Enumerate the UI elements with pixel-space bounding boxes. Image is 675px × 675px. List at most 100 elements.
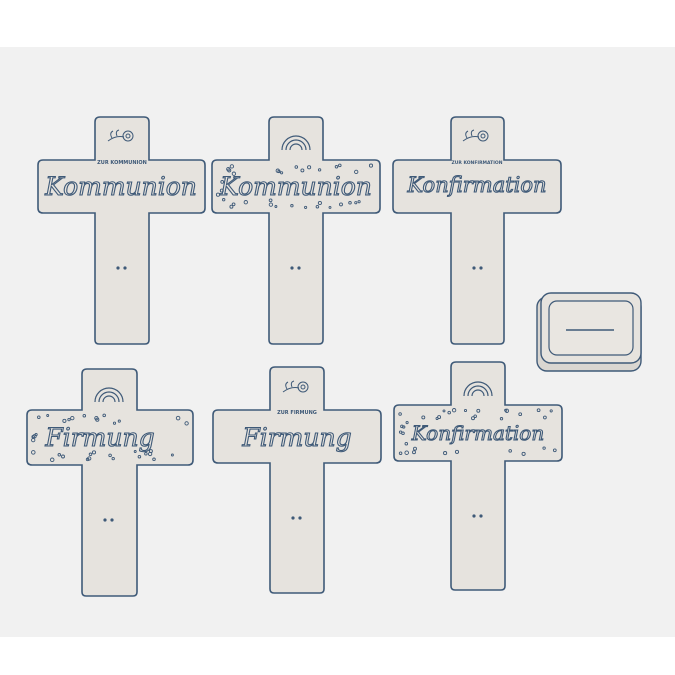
decor-dot <box>317 168 322 172</box>
decor-dot <box>67 417 71 422</box>
decor-dot <box>463 408 468 413</box>
decor-dot <box>443 451 448 456</box>
decor-dot <box>405 421 409 425</box>
decor-dot <box>339 202 343 207</box>
decor-dot <box>280 171 284 175</box>
decor-dot <box>543 415 547 420</box>
decor-dot <box>368 163 374 168</box>
decor-dot <box>137 454 142 459</box>
decor-dot <box>294 165 299 169</box>
decor-dot <box>300 168 305 173</box>
cross-1[interactable]: ZUR KOMMUNION Kommunion <box>37 116 206 345</box>
decor-dot <box>504 408 510 413</box>
decor-dot <box>62 418 67 423</box>
cross-4-label: Firmung <box>44 423 154 452</box>
decor-dot <box>317 200 322 206</box>
cross-6-label: Konfirmation <box>411 421 544 445</box>
hole <box>123 266 127 270</box>
hole <box>479 266 483 270</box>
cross-1-subtext: ZUR KOMMUNION <box>97 160 147 166</box>
decor-dot <box>307 165 312 170</box>
decor-dot <box>111 456 115 461</box>
decor-dot <box>328 205 332 209</box>
hole <box>291 516 295 520</box>
cross-5-label: Firmung <box>241 423 351 452</box>
cross-3-subtext: ZUR KONFIRMATION <box>452 160 503 166</box>
hole <box>479 514 483 518</box>
decor-dot <box>290 204 294 208</box>
decor-dot <box>315 204 320 209</box>
cross-2[interactable]: Kommunion <box>211 116 381 345</box>
decor-dot <box>552 448 557 453</box>
hole <box>297 266 301 270</box>
rainbow-icon <box>463 381 493 397</box>
decor-dot <box>451 408 457 413</box>
decor-dot <box>435 416 439 421</box>
decor-dot <box>31 450 36 455</box>
decor-dot <box>348 201 352 205</box>
hole <box>472 266 476 270</box>
decor-dot <box>184 421 189 426</box>
decor-dot <box>46 414 50 417</box>
decor-dot <box>521 451 526 456</box>
cross-6[interactable]: Konfirmation <box>393 361 563 591</box>
decor-dot <box>49 457 55 463</box>
decor-dot <box>268 202 274 207</box>
decor-dot <box>402 425 406 429</box>
cross-3[interactable]: ZUR KONFIRMATION Konfirmation <box>392 116 562 345</box>
hole <box>290 266 294 270</box>
decor-dot <box>32 434 37 439</box>
decor-dot <box>542 446 546 450</box>
cross-5-subtext: ZUR FIRMUNG <box>277 410 317 416</box>
decor-dot <box>401 431 405 436</box>
cross-1-body <box>37 116 206 345</box>
decor-dot <box>229 164 235 169</box>
decor-dot <box>508 449 512 453</box>
decor-dot <box>499 417 504 421</box>
cross-5-body <box>212 366 382 594</box>
rainbow-icon <box>281 135 311 151</box>
decor-dot <box>37 415 41 419</box>
flower-icon <box>282 380 309 393</box>
stand-piece[interactable] <box>536 292 642 372</box>
dot-pattern <box>215 163 374 209</box>
decor-dot <box>354 201 358 205</box>
decor-dot <box>87 456 92 461</box>
decor-dot <box>549 409 553 413</box>
hole <box>298 516 302 520</box>
hole <box>472 514 476 518</box>
cross-6-body <box>393 361 563 591</box>
decor-dot <box>133 450 137 453</box>
cross-4-body <box>26 368 194 597</box>
cross-5[interactable]: ZUR FIRMUNG Firmung <box>212 366 382 594</box>
dot-pattern <box>398 408 557 456</box>
decor-dot <box>334 165 339 169</box>
cross-4[interactable]: Firmung <box>26 368 194 597</box>
flower-icon <box>462 129 489 142</box>
decor-dot <box>219 188 224 193</box>
decor-dot <box>175 415 181 421</box>
decor-dot <box>421 415 426 420</box>
decor-dot <box>117 419 121 423</box>
decor-dot <box>91 450 97 455</box>
decor-dot <box>102 413 106 418</box>
decor-dot <box>227 168 232 173</box>
decor-dot <box>454 449 460 454</box>
decor-dot <box>354 169 359 175</box>
decor-dot <box>400 424 404 429</box>
cross-2-label: Kommunion <box>219 172 372 201</box>
decor-dot <box>231 171 237 176</box>
decor-dot <box>148 449 153 454</box>
rainbow-icon <box>94 387 124 403</box>
decor-dot <box>473 414 477 418</box>
hole <box>116 266 120 270</box>
cross-2-body <box>211 116 381 345</box>
decor-dot <box>413 446 417 451</box>
hole <box>103 518 107 522</box>
cross-3-body <box>392 116 562 345</box>
decor-dot <box>222 198 226 202</box>
hole <box>110 518 114 522</box>
decor-dot <box>31 434 35 439</box>
decor-dot <box>536 408 541 413</box>
decor-dot <box>220 180 225 184</box>
